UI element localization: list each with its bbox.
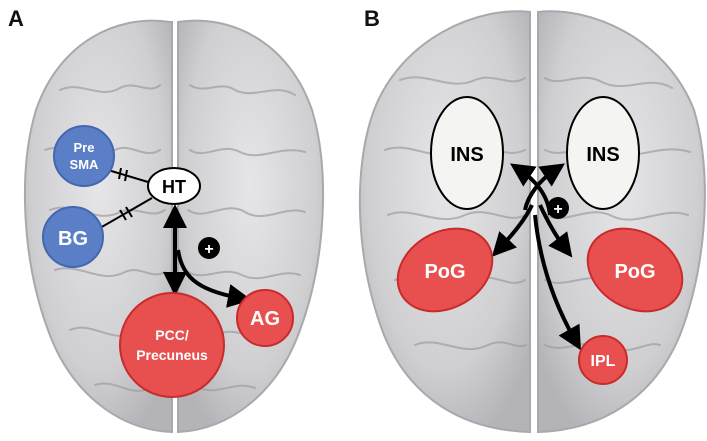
presma-node bbox=[53, 125, 115, 187]
bg-ht-link bbox=[99, 197, 153, 229]
plus-circle-a bbox=[198, 237, 220, 259]
bg-ht-break-2 bbox=[125, 206, 133, 218]
pog-right-label: PoG bbox=[614, 261, 655, 283]
ipl-label: IPL bbox=[591, 353, 616, 370]
bg-label: BG bbox=[58, 228, 88, 250]
pog-right-node bbox=[586, 227, 684, 313]
ht-node bbox=[147, 167, 201, 205]
presma-ht-link bbox=[107, 169, 149, 183]
pcc-label-line1: PCC/ bbox=[155, 327, 189, 343]
plus-marker-a: + bbox=[198, 237, 220, 259]
ins-left-node bbox=[430, 96, 504, 210]
region-bg: BG bbox=[42, 206, 104, 268]
region-pog-left: PoG bbox=[396, 227, 494, 313]
panel-a-letter: A bbox=[8, 6, 24, 31]
arrow-to-left-pog bbox=[491, 204, 534, 257]
ipl-node bbox=[578, 335, 628, 385]
plus-marker-b: + bbox=[547, 197, 569, 219]
left-hemisphere-b bbox=[358, 10, 531, 434]
panel-b: B bbox=[358, 6, 706, 434]
plus-sign-b: + bbox=[553, 201, 562, 218]
region-ins-left: INS bbox=[430, 96, 504, 210]
ins-left-label: INS bbox=[450, 144, 483, 166]
ins-right-label: INS bbox=[586, 144, 619, 166]
region-pcc: PCC/ Precuneus bbox=[119, 292, 225, 398]
cross-arrow-to-right-ins bbox=[523, 163, 565, 211]
bg-ht-break-1 bbox=[119, 209, 127, 221]
panel-b-letter: B bbox=[364, 6, 380, 31]
plus-sign-a: + bbox=[204, 241, 213, 258]
ht-label: HT bbox=[162, 177, 186, 197]
presma-ht-break-1 bbox=[118, 167, 122, 180]
ins-right-node bbox=[566, 96, 640, 210]
region-presma: Pre SMA bbox=[53, 125, 115, 187]
pog-left-label: PoG bbox=[424, 261, 465, 283]
presma-ht-break-2 bbox=[124, 169, 128, 182]
pcc-node bbox=[119, 292, 225, 398]
bg-node bbox=[42, 206, 104, 268]
pog-left-node bbox=[396, 227, 494, 313]
region-ht: HT bbox=[147, 167, 201, 205]
presma-label-line1: Pre bbox=[74, 140, 95, 155]
plus-circle-b bbox=[547, 197, 569, 219]
arrow-to-right-pog bbox=[538, 204, 573, 258]
presma-label-line2: SMA bbox=[70, 157, 100, 172]
region-ins-right: INS bbox=[566, 96, 640, 210]
connections-b bbox=[491, 163, 581, 351]
panel-a: A bbox=[8, 6, 324, 434]
connections-a bbox=[99, 167, 252, 308]
ag-node bbox=[236, 289, 294, 347]
ag-label: AG bbox=[250, 308, 280, 330]
brain-b bbox=[358, 10, 706, 434]
region-ipl: IPL bbox=[578, 335, 628, 385]
region-ag: AG bbox=[236, 289, 294, 347]
region-pog-right: PoG bbox=[586, 227, 684, 313]
arrow-to-ipl bbox=[533, 214, 581, 351]
ht-ag-arrow bbox=[176, 249, 252, 308]
pcc-label-line2: Precuneus bbox=[136, 347, 208, 363]
